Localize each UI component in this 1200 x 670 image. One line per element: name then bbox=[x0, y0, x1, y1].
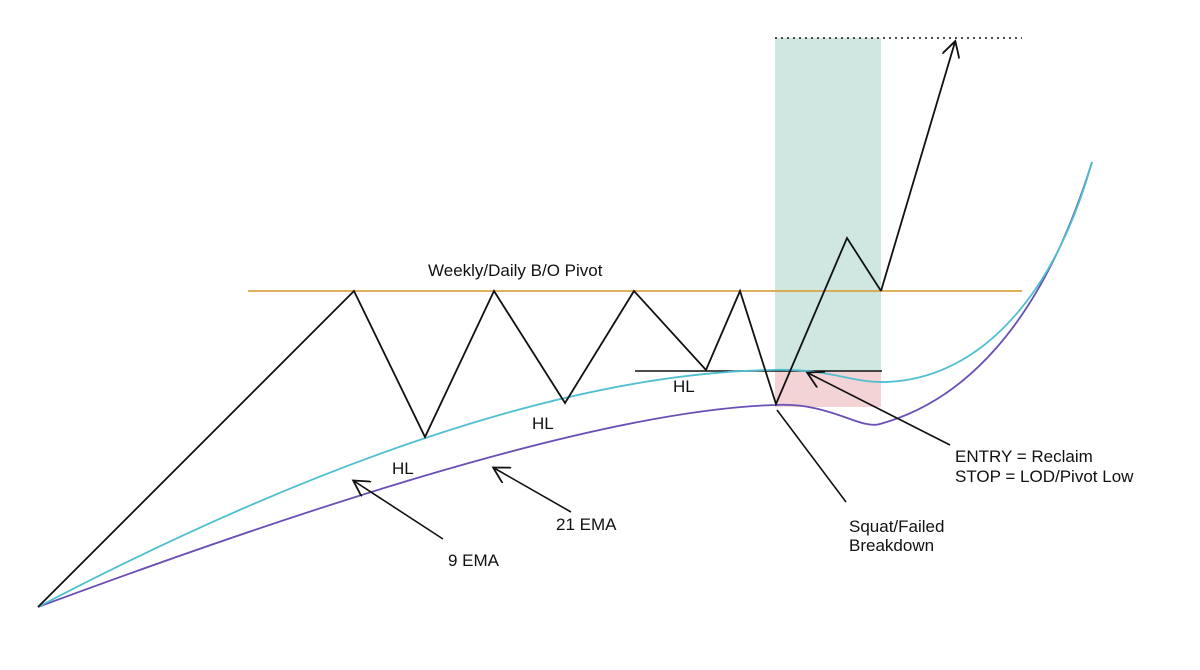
hl-label-2: HL bbox=[532, 414, 554, 433]
ema-21-line bbox=[37, 161, 1093, 608]
ema-9-label: 9 EMA bbox=[448, 551, 500, 570]
entry-pointer-arrow bbox=[808, 373, 951, 446]
entry-label: ENTRY = Reclaim bbox=[955, 447, 1093, 466]
squat-pointer-line bbox=[776, 409, 847, 503]
ema-21-pointer-arrow bbox=[494, 468, 572, 513]
stop-label: STOP = LOD/Pivot Low bbox=[955, 467, 1134, 486]
breakout-arrow bbox=[880, 42, 955, 292]
hl-label-1: HL bbox=[392, 459, 414, 478]
price-path bbox=[37, 236, 882, 608]
squat-label-line2: Breakdown bbox=[849, 536, 934, 555]
squat-label-line1: Squat/Failed bbox=[849, 517, 944, 536]
ema-9-pointer-arrow bbox=[354, 481, 444, 540]
ema-9-line bbox=[37, 161, 1093, 608]
ema-21-label: 21 EMA bbox=[556, 515, 617, 534]
pivot-label: Weekly/Daily B/O Pivot bbox=[428, 261, 603, 280]
target-zone bbox=[775, 38, 881, 371]
hl-label-3: HL bbox=[673, 377, 695, 396]
